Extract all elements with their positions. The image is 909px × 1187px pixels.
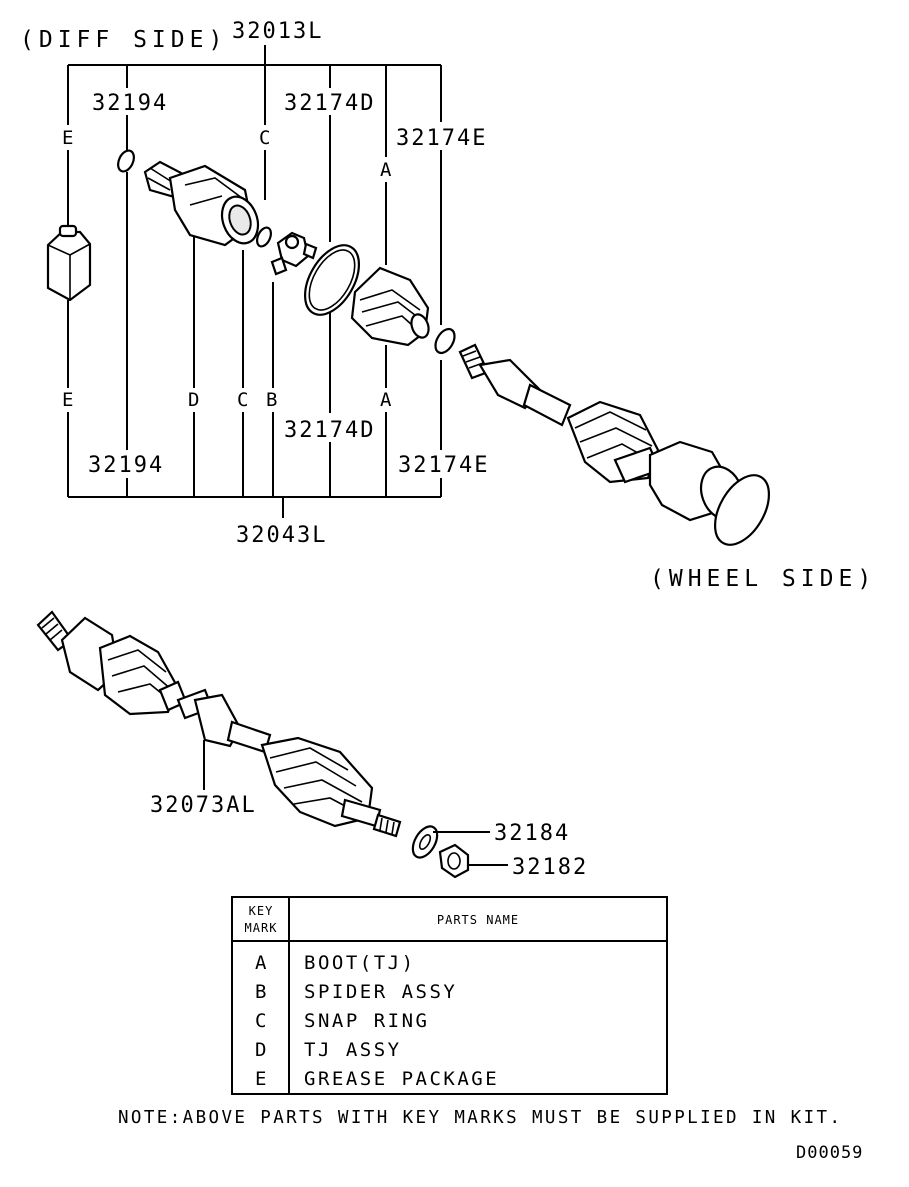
diagram-code: D00059 xyxy=(796,1143,863,1163)
wheel-side-label: (WHEEL SIDE) xyxy=(650,566,876,592)
tj-assy-icon xyxy=(143,160,260,247)
key-c-upper: C xyxy=(259,127,270,149)
label-32174e-lower: 32174E xyxy=(398,453,489,478)
table-row: A BOOT(TJ) xyxy=(255,952,416,974)
key-e-upper: E xyxy=(62,127,73,149)
drive-shaft-assy-icon xyxy=(36,610,402,838)
key-e-lower: E xyxy=(62,389,73,411)
washer-32184-icon xyxy=(411,825,439,859)
table-row: B SPIDER ASSY xyxy=(255,981,457,1003)
row-key: E xyxy=(255,1068,269,1090)
grease-package-icon xyxy=(46,224,92,302)
row-key: D xyxy=(255,1039,269,1061)
label-32182: 32182 xyxy=(512,855,588,880)
row-name: GREASE PACKAGE xyxy=(304,1068,499,1090)
kit-32013l-label: 32013L xyxy=(232,19,323,44)
label-32184: 32184 xyxy=(494,821,570,846)
table-row: D TJ ASSY xyxy=(255,1039,402,1061)
table-header-key-line1: KEY xyxy=(249,904,274,918)
nut-32182-icon xyxy=(438,843,470,879)
kit-note: NOTE:ABOVE PARTS WITH KEY MARKS MUST BE … xyxy=(118,1108,842,1128)
key-b-lower: B xyxy=(266,389,277,411)
row-name: SPIDER ASSY xyxy=(304,981,457,1003)
bottom-leaders xyxy=(203,740,508,866)
row-name: TJ ASSY xyxy=(304,1039,402,1061)
key-mark-table: KEY MARK PARTS NAME A BOOT(TJ) B SPIDER … xyxy=(231,896,668,1095)
key-d-lower: D xyxy=(188,389,199,411)
row-name: SNAP RING xyxy=(304,1010,429,1032)
row-name: BOOT(TJ) xyxy=(304,952,416,974)
wheel-side-shaft-icon xyxy=(458,343,771,546)
label-32174d-lower: 32174D xyxy=(284,418,375,443)
snap-ring-c-icon xyxy=(256,226,272,248)
row-key: B xyxy=(255,981,269,1003)
label-32194-lower: 32194 xyxy=(88,453,164,478)
top-kit-bracket xyxy=(67,45,442,518)
spider-assy-icon xyxy=(270,231,318,276)
row-key: A xyxy=(255,952,269,974)
label-32073al: 32073AL xyxy=(150,793,257,818)
label-32174e-upper: 32174E xyxy=(396,126,487,151)
snap-ring-32194-icon xyxy=(117,149,135,173)
key-a-lower: A xyxy=(380,389,392,411)
key-c-lower: C xyxy=(237,389,248,411)
table-row: C SNAP RING xyxy=(255,1010,429,1032)
boot-band-32174d-icon xyxy=(303,244,361,316)
boot-tj-icon xyxy=(350,266,430,347)
table-header-name: PARTS NAME xyxy=(437,913,519,927)
key-a-upper: A xyxy=(380,159,392,181)
boot-band-32174e-icon xyxy=(434,327,456,355)
label-32174d-upper: 32174D xyxy=(284,91,375,116)
diff-side-label: (DIFF SIDE) xyxy=(20,27,227,53)
label-32194-upper: 32194 xyxy=(92,91,168,116)
table-header-key-line2: MARK xyxy=(245,921,278,935)
row-key: C xyxy=(255,1010,269,1032)
table-row: E GREASE PACKAGE xyxy=(255,1068,499,1090)
kit-32043l-label: 32043L xyxy=(236,523,327,548)
